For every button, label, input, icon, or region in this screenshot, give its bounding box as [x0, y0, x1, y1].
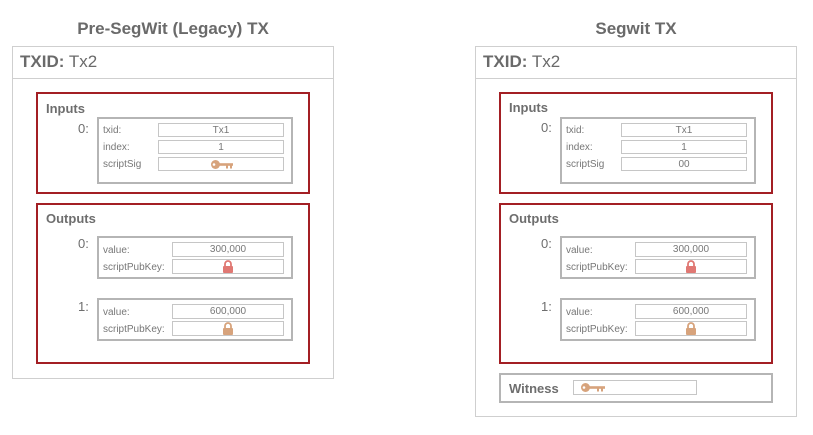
segwit-output-0-index: 0:	[541, 236, 552, 251]
segwit-input-index: 0:	[541, 120, 552, 135]
key-icon	[211, 160, 233, 169]
legacy-outputs-section	[36, 203, 310, 364]
segwit-output-0-value-label: value:	[566, 245, 593, 256]
lock-icon-red	[223, 260, 233, 273]
legacy-txid-value: Tx2	[68, 52, 98, 71]
legacy-inputs-section	[36, 92, 310, 194]
segwit-tx-title: Segwit TX	[595, 19, 677, 38]
legacy-output-0-spk-label: scriptPubKey:	[103, 262, 165, 273]
segwit-outputs-label: Outputs	[509, 211, 559, 226]
legacy-output-0-value-label: value:	[103, 245, 130, 256]
legacy-output-0-value: 300,000	[172, 242, 284, 257]
legacy-output-1-spk-field	[172, 321, 284, 336]
segwit-inputs-label: Inputs	[509, 100, 548, 115]
lock-icon-tan	[686, 322, 696, 335]
segwit-output-1-spk-label: scriptPubKey:	[566, 324, 628, 335]
legacy-txid-field: Tx1	[158, 123, 284, 137]
segwit-witness-box	[499, 373, 773, 403]
lock-icon-red	[686, 260, 696, 273]
segwit-inputs-section	[499, 92, 773, 194]
segwit-scriptsig-field: 00	[621, 157, 747, 171]
legacy-txid-label: TXID:	[20, 52, 65, 71]
legacy-output-1-value: 600,000	[172, 304, 284, 319]
legacy-index-field-label: index:	[103, 142, 130, 153]
legacy-scriptsig-label: scriptSig	[103, 159, 142, 170]
segwit-scriptsig-label: scriptSig	[566, 159, 605, 170]
lock-icon-tan	[223, 322, 233, 335]
segwit-txid-field: Tx1	[621, 123, 747, 137]
segwit-output-1-index: 1:	[541, 299, 552, 314]
legacy-txid-bar: TXID: Tx2	[13, 47, 333, 79]
segwit-index-field-label: index:	[566, 142, 593, 153]
legacy-output-0-spk-field	[172, 259, 284, 274]
legacy-outputs-label: Outputs	[46, 211, 96, 226]
segwit-txid-value: Tx2	[531, 52, 561, 71]
segwit-txid-bar: TXID: Tx2	[476, 47, 796, 79]
legacy-scriptsig-field	[158, 157, 284, 171]
segwit-output-0-spk-label: scriptPubKey:	[566, 262, 628, 273]
legacy-index-field: 1	[158, 140, 284, 154]
segwit-txid-label: TXID:	[483, 52, 528, 71]
legacy-output-1-index: 1:	[78, 299, 89, 314]
segwit-output-1-spk-field	[635, 321, 747, 336]
witness-label: Witness	[509, 381, 559, 396]
segwit-tx-box: TXID: Tx2	[475, 46, 797, 417]
witness-field	[573, 380, 697, 395]
legacy-output-0-index: 0:	[78, 236, 89, 251]
legacy-inputs-label: Inputs	[46, 101, 85, 116]
segwit-txid-field-label: txid:	[566, 125, 585, 136]
segwit-output-0-value: 300,000	[635, 242, 747, 257]
segwit-index-field: 1	[621, 140, 747, 154]
legacy-txid-field-label: txid:	[103, 125, 122, 136]
legacy-input-index: 0:	[78, 121, 89, 136]
segwit-output-1-value-label: value:	[566, 307, 593, 318]
legacy-tx-title: Pre-SegWit (Legacy) TX	[77, 19, 269, 38]
segwit-output-1-value: 600,000	[635, 304, 747, 319]
legacy-output-1-spk-label: scriptPubKey:	[103, 324, 165, 335]
segwit-output-0-spk-field	[635, 259, 747, 274]
segwit-outputs-section	[499, 203, 773, 364]
key-icon	[581, 383, 605, 392]
legacy-output-1-value-label: value:	[103, 307, 130, 318]
